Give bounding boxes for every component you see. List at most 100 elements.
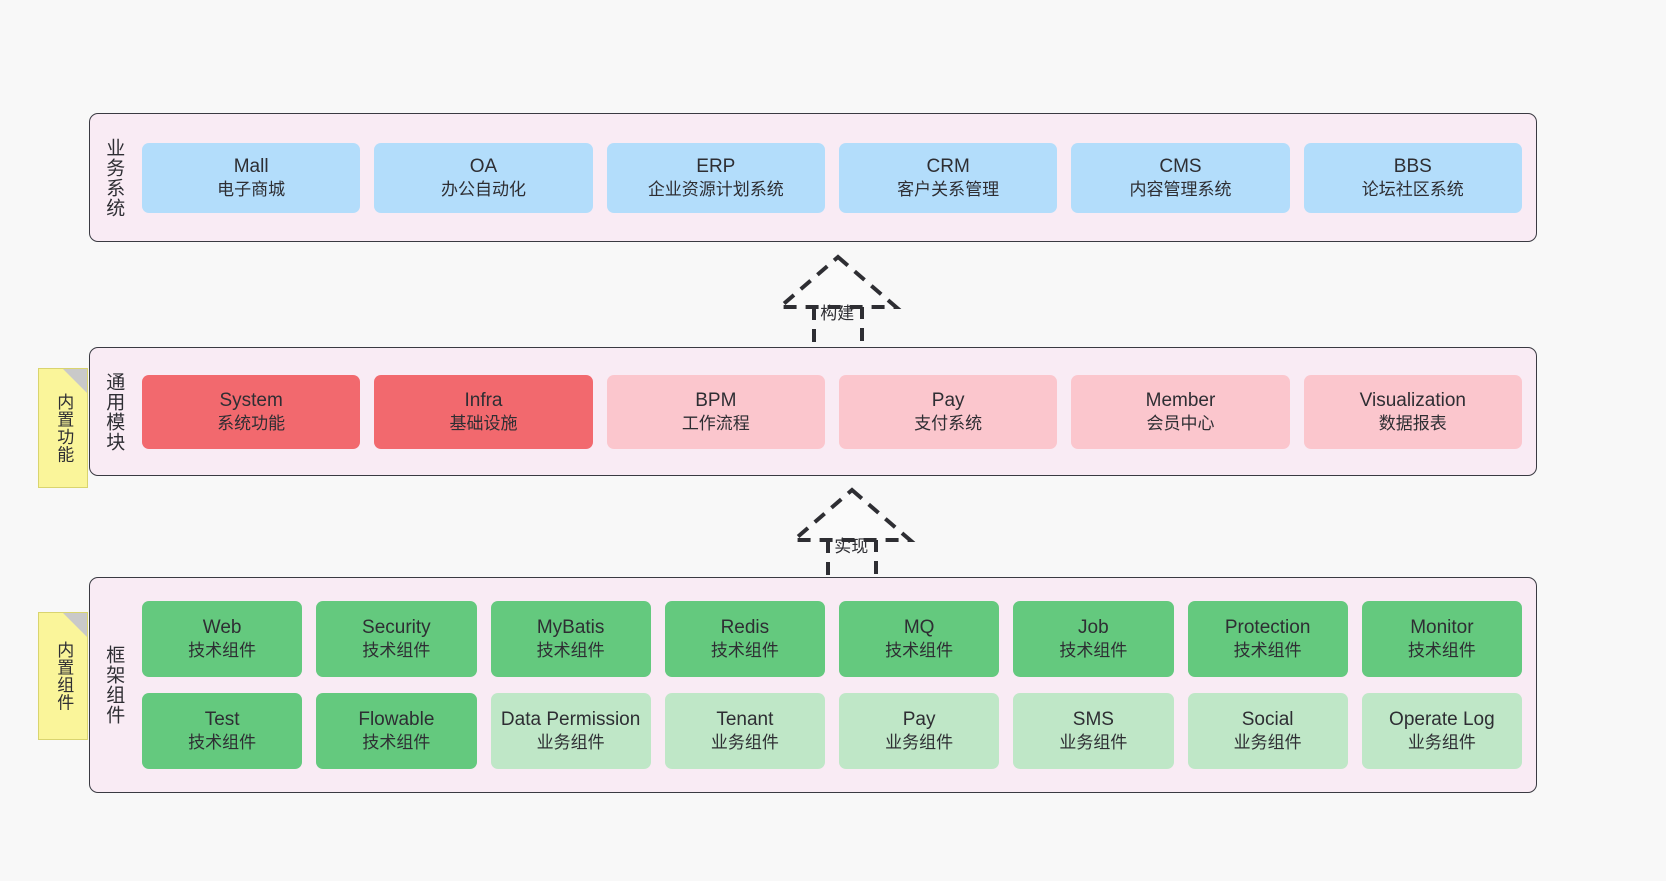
node-crm[interactable]: CRM 客户关系管理 [838, 142, 1058, 213]
node-social-sub: 业务组件 [1233, 733, 1302, 753]
node-monitor[interactable]: Monitor 技术组件 [1361, 601, 1522, 677]
connector-build: 构建 [748, 251, 928, 359]
node-mq-sub: 技术组件 [885, 641, 954, 661]
node-cms-sub: 内容管理系统 [1129, 179, 1232, 199]
node-social-name: Social [1241, 709, 1294, 731]
node-crm-sub: 客户关系管理 [897, 179, 1000, 199]
node-pay-module-sub: 支付系统 [914, 413, 983, 433]
node-visualization-name: Visualization [1359, 389, 1466, 411]
node-pay-component-sub: 业务组件 [885, 733, 954, 753]
layer-body-common-modules: System 系统功能 Infra 基础设施 BPM 工作流程 Pay 支付系统… [136, 348, 1536, 475]
node-monitor-sub: 技术组件 [1407, 641, 1476, 661]
node-infra-name: Infra [464, 389, 503, 411]
node-data-permission-name: Data Permission [500, 709, 641, 731]
connector-implement-label: 实现 [834, 537, 869, 556]
node-visualization-sub: 数据报表 [1378, 413, 1447, 433]
note-built-in-components: 内置组件 [38, 612, 88, 740]
layer-title-common-modules: 通用模块 [103, 371, 125, 452]
node-pay-component[interactable]: Pay 业务组件 [839, 693, 1000, 769]
node-test-sub: 技术组件 [188, 733, 257, 753]
node-pay-module[interactable]: Pay 支付系统 [838, 374, 1058, 449]
connector-build-label: 构建 [820, 304, 855, 323]
node-flowable-sub: 技术组件 [362, 733, 431, 753]
node-protection[interactable]: Protection 技术组件 [1187, 601, 1348, 677]
layer-common-modules: 通用模块 System 系统功能 Infra 基础设施 BPM 工作流程 Pay [89, 347, 1537, 476]
node-social[interactable]: Social 业务组件 [1187, 693, 1348, 769]
node-bpm-name: BPM [695, 389, 737, 411]
node-oa-name: OA [469, 155, 498, 177]
node-protection-sub: 技术组件 [1233, 641, 1302, 661]
node-bbs-sub: 论坛社区系统 [1361, 179, 1464, 199]
node-redis[interactable]: Redis 技术组件 [664, 601, 825, 677]
layer-body-business-systems: Mall 电子商城 OA 办公自动化 ERP 企业资源计划系统 CRM 客户关系… [136, 114, 1536, 241]
node-test-name: Test [204, 709, 240, 731]
node-operate-log-name: Operate Log [1389, 709, 1495, 731]
note-built-in-features: 内置功能 [38, 368, 88, 488]
node-system[interactable]: System 系统功能 [142, 374, 361, 449]
node-mall[interactable]: Mall 电子商城 [142, 142, 361, 213]
node-system-name: System [219, 389, 283, 411]
node-security-sub: 技术组件 [362, 641, 431, 661]
node-tenant-sub: 业务组件 [710, 733, 779, 753]
node-bbs-name: BBS [1393, 155, 1432, 177]
node-member-sub: 会员中心 [1146, 413, 1215, 433]
node-visualization[interactable]: Visualization 数据报表 [1303, 374, 1522, 449]
node-cms-name: CMS [1159, 155, 1202, 177]
node-flowable-name: Flowable [358, 709, 435, 731]
node-erp-name: ERP [696, 155, 736, 177]
node-bpm[interactable]: BPM 工作流程 [606, 374, 825, 449]
node-tenant-name: Tenant [716, 709, 774, 731]
node-sms-name: SMS [1072, 709, 1114, 731]
node-job-name: Job [1078, 617, 1109, 639]
node-pay-module-name: Pay [931, 389, 965, 411]
node-mall-name: Mall [233, 155, 269, 177]
node-bpm-sub: 工作流程 [681, 413, 750, 433]
framework-tech-row: Web 技术组件 Security 技术组件 MyBatis 技术组件 Redi… [142, 601, 1522, 677]
framework-biz-row: Test 技术组件 Flowable 技术组件 Data Permission … [142, 693, 1522, 769]
node-data-permission-sub: 业务组件 [536, 733, 605, 753]
node-web-name: Web [202, 617, 242, 639]
node-member[interactable]: Member 会员中心 [1071, 374, 1290, 449]
node-mall-sub: 电子商城 [217, 179, 286, 199]
note-built-in-components-label: 内置组件 [54, 641, 74, 711]
layer-body-framework-components: Web 技术组件 Security 技术组件 MyBatis 技术组件 Redi… [136, 578, 1536, 792]
node-job-sub: 技术组件 [1059, 641, 1128, 661]
node-security-name: Security [362, 617, 431, 639]
note-built-in-features-label: 内置功能 [54, 393, 74, 463]
node-cms[interactable]: CMS 内容管理系统 [1071, 142, 1290, 213]
node-test[interactable]: Test 技术组件 [142, 693, 303, 769]
node-oa-sub: 办公自动化 [440, 179, 526, 199]
node-security[interactable]: Security 技术组件 [316, 601, 477, 677]
node-pay-component-name: Pay [902, 709, 936, 731]
node-sms-sub: 业务组件 [1059, 733, 1128, 753]
layer-title-business-systems: 业务系统 [103, 137, 125, 218]
node-mybatis-sub: 技术组件 [536, 641, 605, 661]
node-system-sub: 系统功能 [217, 413, 286, 433]
node-job[interactable]: Job 技术组件 [1013, 601, 1174, 677]
node-monitor-name: Monitor [1410, 617, 1474, 639]
layer-framework-components: 框架组件 Web 技术组件 Security 技术组件 MyBatis 技术组件… [89, 577, 1537, 793]
node-sms[interactable]: SMS 业务组件 [1013, 693, 1174, 769]
node-redis-sub: 技术组件 [710, 641, 779, 661]
node-protection-name: Protection [1224, 617, 1311, 639]
node-erp-sub: 企业资源计划系统 [647, 179, 784, 199]
common-modules-row: System 系统功能 Infra 基础设施 BPM 工作流程 Pay 支付系统… [142, 374, 1522, 449]
layer-title-framework-components: 框架组件 [103, 645, 125, 725]
node-member-name: Member [1145, 389, 1216, 411]
node-oa[interactable]: OA 办公自动化 [374, 142, 593, 213]
node-operate-log[interactable]: Operate Log 业务组件 [1361, 693, 1522, 769]
node-data-permission[interactable]: Data Permission 业务组件 [490, 693, 651, 769]
node-tenant[interactable]: Tenant 业务组件 [664, 693, 825, 769]
node-mq[interactable]: MQ 技术组件 [839, 601, 1000, 677]
node-infra[interactable]: Infra 基础设施 [374, 374, 593, 449]
node-redis-name: Redis [720, 617, 770, 639]
node-flowable[interactable]: Flowable 技术组件 [316, 693, 477, 769]
node-crm-name: CRM [926, 155, 970, 177]
node-erp[interactable]: ERP 企业资源计划系统 [606, 142, 825, 213]
node-web[interactable]: Web 技术组件 [142, 601, 303, 677]
node-bbs[interactable]: BBS 论坛社区系统 [1303, 142, 1522, 213]
node-mq-name: MQ [903, 617, 935, 639]
node-infra-sub: 基础设施 [449, 413, 518, 433]
node-mybatis[interactable]: MyBatis 技术组件 [490, 601, 651, 677]
